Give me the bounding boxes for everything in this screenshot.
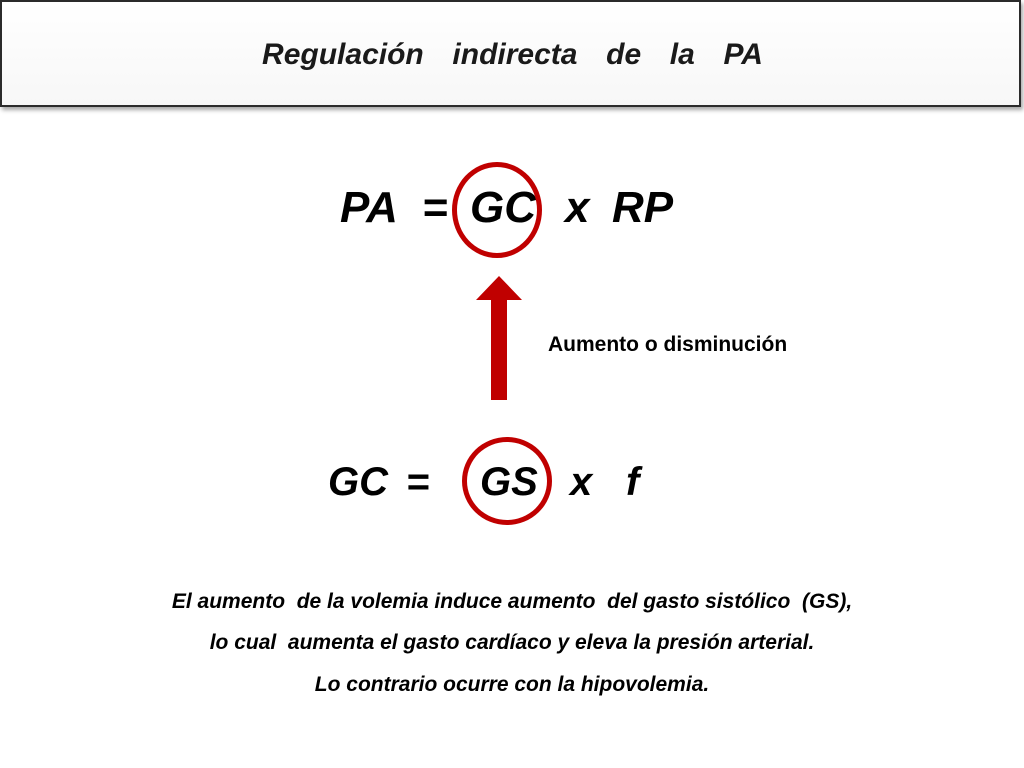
equation-pa-rhs: RP [612,183,674,232]
equation-pa-lhs: PA [340,183,398,232]
explanation-line-2: lo cual aumenta el gasto cardíaco y elev… [209,631,815,654]
equation-gc-rhs: f [626,460,640,504]
slide-title: Regulación indirecta de la PA [262,38,763,71]
up-arrow-icon [476,276,522,400]
equation-pa-operator: x [565,183,590,232]
equation-pa-equals: = [422,183,448,232]
equation-gc-equals: = [406,460,430,504]
equation-gc-lhs: GC [328,460,388,504]
explanation-line-1: El aumento de la volemia induce aumento … [171,590,853,613]
equation-gc: GC = GS x f [328,460,639,768]
circle-gs-highlight [462,437,552,525]
title-box: Regulación indirecta de la PA [0,0,1021,107]
equation-gc-operator: x [570,460,593,504]
explanation-line-3: Lo contrario ocurre con la hipovolemia. [314,673,710,696]
circle-gc-highlight [452,162,542,258]
arrow-label: Aumento o disminución [548,333,788,356]
